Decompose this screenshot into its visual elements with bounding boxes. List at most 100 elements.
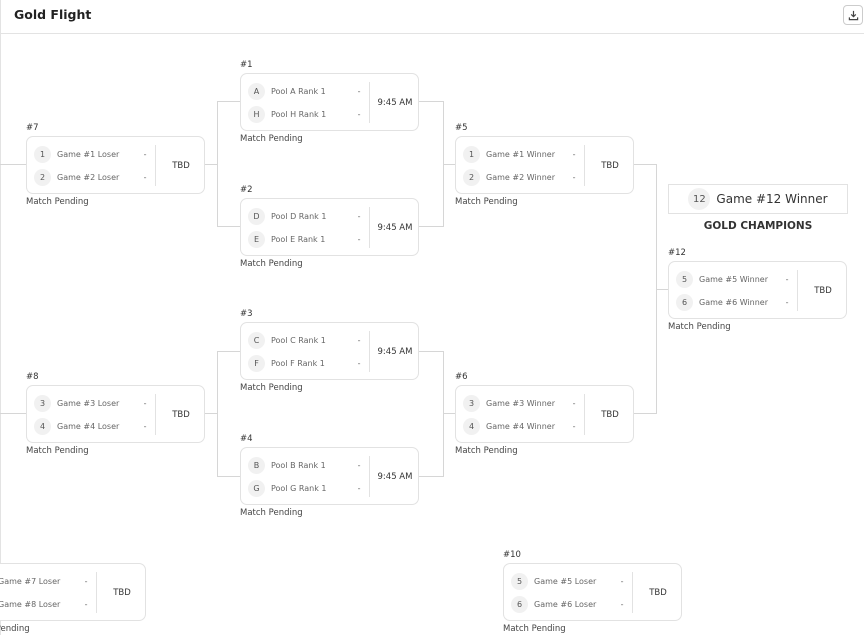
match-status: Match Pending: [668, 322, 731, 332]
team-score: -: [357, 358, 361, 368]
team-name: Game #4 Winner: [486, 421, 556, 431]
divider: [369, 82, 370, 123]
divider: [369, 207, 370, 248]
divider: [797, 270, 798, 311]
match-time: TBD: [649, 588, 667, 598]
team-seed: 4: [34, 417, 51, 435]
match-status: Match Pending: [240, 508, 303, 518]
team-score: -: [357, 335, 361, 345]
divider: [369, 456, 370, 497]
team-seed: 2: [463, 168, 480, 186]
match-number: #10: [503, 550, 521, 560]
team-row[interactable]: 1 Game #1 Winner -: [463, 145, 578, 163]
team-name: Game #7 Loser: [0, 576, 61, 586]
team-score: -: [357, 211, 361, 221]
team-seed: 3: [34, 394, 51, 412]
match-number: #5: [455, 123, 468, 133]
team-row[interactable]: 3 Game #3 Winner -: [463, 394, 578, 412]
divider: [155, 394, 156, 435]
team-name: Game #4 Loser: [57, 421, 120, 431]
champion-title: GOLD CHAMPIONS: [703, 220, 813, 232]
team-score: -: [357, 483, 361, 493]
match-status: Match Pending: [26, 197, 89, 207]
team-seed: 5: [511, 572, 528, 590]
download-icon: [848, 10, 858, 20]
team-score: -: [572, 398, 576, 408]
team-seed: B: [248, 456, 265, 474]
team-row[interactable]: 8Game #8 Loser-: [0, 595, 90, 613]
team-seed: 1: [463, 145, 480, 163]
match-status: Match Pending: [240, 383, 303, 393]
team-score: -: [785, 297, 789, 307]
download-button[interactable]: [843, 5, 863, 25]
match-card[interactable]: 7Game #7 Loser-8Game #8 Loser-TBD: [0, 563, 146, 621]
team-name: Game #3 Winner: [486, 398, 556, 408]
match-number: #8: [26, 372, 39, 382]
team-seed: F: [248, 354, 265, 372]
team-row[interactable]: 7Game #7 Loser-: [0, 572, 90, 590]
match-time: TBD: [601, 161, 619, 171]
match-status: Match Pending: [240, 134, 303, 144]
team-score: -: [572, 149, 576, 159]
team-name: Pool D Rank 1: [271, 211, 327, 221]
team-seed: 3: [463, 394, 480, 412]
team-name: Game #6 Winner: [699, 297, 769, 307]
team-score: -: [572, 172, 576, 182]
match-number: #12: [668, 248, 686, 258]
team-score: -: [143, 149, 147, 159]
panel-border: [0, 34, 1, 635]
team-score: -: [620, 576, 624, 586]
match-number: #7: [26, 123, 39, 133]
divider: [584, 145, 585, 186]
match-status: Match Pending: [26, 446, 89, 456]
team-name: Game #1 Loser: [57, 149, 120, 159]
page-title: Gold Flight: [14, 7, 92, 22]
match-status: Match Pending: [455, 197, 518, 207]
match-time: TBD: [172, 161, 190, 171]
match-time: 9:45 AM: [377, 223, 413, 233]
champion-seed: 12: [688, 188, 711, 210]
team-name: Pool A Rank 1: [271, 86, 326, 96]
match-time: TBD: [814, 286, 832, 296]
team-name: Game #1 Winner: [486, 149, 556, 159]
match-status: Match Pending: [240, 259, 303, 269]
champion-box: 12 Game #12 Winner: [668, 184, 848, 214]
team-score: -: [357, 86, 361, 96]
team-name: Game #6 Loser: [534, 599, 597, 609]
team-name: Game #5 Winner: [699, 274, 769, 284]
divider: [96, 572, 97, 613]
team-seed: 2: [34, 168, 51, 186]
match-number: #6: [455, 372, 468, 382]
match-number: #2: [240, 185, 253, 195]
team-name: Game #2 Loser: [57, 172, 120, 182]
divider: [369, 331, 370, 372]
